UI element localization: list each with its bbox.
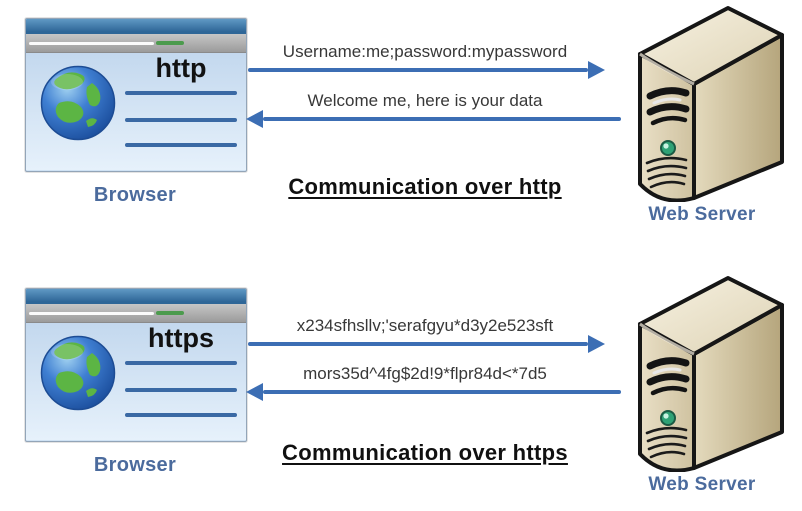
browser-content: http [26,53,246,170]
server-caption: Web Server [648,474,756,495]
protocol-label: http [155,53,207,83]
globe-icon [40,335,116,411]
page-text-line [125,118,237,122]
response-message: mors35d^4fg$2d!9*flpr84d<*7d5 [303,364,547,383]
arrow-right-icon [588,335,605,353]
server-tower-icon [638,276,784,472]
response-arrow-line [263,390,621,394]
browser-content: https [26,323,246,440]
page-text-line [125,388,237,392]
address-bar [29,42,155,45]
browser-caption: Browser [93,454,177,476]
browser-toolbar [26,34,246,53]
page-text-line [125,361,237,365]
section-heading-https: Communication over https [282,440,568,465]
response-arrow-line [263,117,621,121]
request-arrow-line [248,68,588,72]
request-message: x234sfhsllv;'serafgyu*d3y2e523sft [296,316,554,335]
globe-icon [40,65,116,141]
progress-bar [155,41,185,45]
response-message: Welcome me, here is your data [307,91,543,110]
page-text-line [125,91,237,95]
arrow-left-icon [246,383,263,401]
browser-window-http: http [25,18,247,172]
page-text-line [125,413,237,417]
page-text-line [125,143,237,147]
protocol-label: https [148,323,214,353]
browser-titlebar [26,289,246,304]
browser-window-https: https [25,288,247,442]
server-tower-icon [638,6,784,202]
progress-bar [155,311,185,315]
address-bar [29,312,155,315]
arrow-left-icon [246,110,263,128]
browser-toolbar [26,304,246,323]
section-heading-http: Communication over http [288,174,562,199]
browser-caption: Browser [93,184,177,206]
arrow-right-icon [588,61,605,79]
browser-titlebar [26,19,246,34]
request-arrow-line [248,342,588,346]
request-message: Username:me;password:mypassword [282,42,568,61]
server-caption: Web Server [648,204,756,225]
